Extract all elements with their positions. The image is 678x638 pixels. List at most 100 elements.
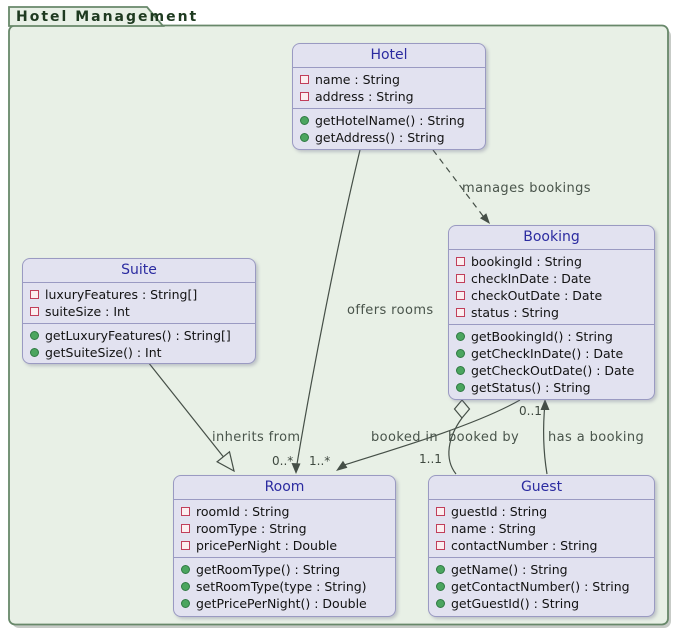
methods-section: getBookingId() : String getCheckInDate() … xyxy=(449,324,654,399)
method-text: getRoomType() : String xyxy=(196,562,341,577)
method-text: getBookingId() : String xyxy=(471,329,613,344)
booked-by-line xyxy=(448,417,463,475)
attribute-text: name : String xyxy=(451,521,536,536)
method-row: setRoomType(type : String) xyxy=(181,578,388,595)
attribute-row: pricePerNight : Double xyxy=(181,537,388,554)
method-row: getRoomType() : String xyxy=(181,561,388,578)
attribute-text: status : String xyxy=(471,305,559,320)
attribute-row: name : String xyxy=(300,71,478,88)
attribute-row: name : String xyxy=(436,520,647,537)
public-method-icon xyxy=(300,116,309,125)
method-text: getCheckOutDate() : Date xyxy=(471,363,635,378)
offers-rooms-arrowhead-icon xyxy=(291,463,301,474)
class-title-booking: Booking xyxy=(523,229,580,245)
attribute-row: status : String xyxy=(456,304,647,321)
attribute-text: checkOutDate : Date xyxy=(471,288,603,303)
offers-rooms-line xyxy=(296,149,361,465)
method-text: setRoomType(type : String) xyxy=(196,579,367,594)
attributes-section: roomId : String roomType : String pricePer… xyxy=(174,499,395,557)
class-box-room: Room roomId : String roomType : String pri… xyxy=(173,475,396,617)
private-field-icon xyxy=(456,291,465,300)
method-row: getContactNumber() : String xyxy=(436,578,647,595)
method-text: getSuiteSize() : Int xyxy=(45,345,162,360)
methods-section: getLuxuryFeatures() : String[] getSuiteSi… xyxy=(23,323,255,363)
method-row: getAddress() : String xyxy=(300,129,478,146)
edge-label-offers-rooms: offers rooms xyxy=(347,303,434,318)
method-row: getName() : String xyxy=(436,561,647,578)
method-row: getBookingId() : String xyxy=(456,328,647,345)
private-field-icon xyxy=(436,524,445,533)
attribute-row: guestId : String xyxy=(436,503,647,520)
private-field-icon xyxy=(436,541,445,550)
method-text: getCheckInDate() : Date xyxy=(471,346,624,361)
edge-label-manages-bookings: manages bookings xyxy=(462,181,591,196)
private-field-icon xyxy=(300,92,309,101)
private-field-icon xyxy=(456,274,465,283)
attribute-row: address : String xyxy=(300,88,478,105)
public-method-icon xyxy=(181,582,190,591)
public-method-icon xyxy=(181,599,190,608)
edge-label-has-a-booking: has a booking xyxy=(548,430,644,445)
method-text: getStatus() : String xyxy=(471,380,591,395)
class-box-suite: Suite luxuryFeatures : String[]suiteSize… xyxy=(22,258,256,364)
method-text: getLuxuryFeatures() : String[] xyxy=(45,328,231,343)
method-row: getGuestId() : String xyxy=(436,595,647,612)
attribute-text: address : String xyxy=(315,89,414,104)
attributes-section: bookingId : String checkInDate : Date chec… xyxy=(449,249,654,324)
attribute-text: guestId : String xyxy=(451,504,548,519)
has-a-booking-arrowhead-icon xyxy=(540,399,550,410)
edge-label-inherits-from: inherits from xyxy=(212,430,301,445)
booked-in-line xyxy=(343,399,521,466)
attribute-row: checkOutDate : Date xyxy=(456,287,647,304)
class-box-booking: Booking bookingId : String checkInDate : … xyxy=(448,225,655,400)
private-field-icon xyxy=(181,524,190,533)
method-text: getGuestId() : String xyxy=(451,596,580,611)
attribute-text: roomId : String xyxy=(196,504,290,519)
method-row: getCheckInDate() : Date xyxy=(456,345,647,362)
attribute-text: luxuryFeatures : String[] xyxy=(45,287,198,302)
method-row: getLuxuryFeatures() : String[] xyxy=(30,327,248,344)
methods-section: getRoomType() : String setRoomType(type :… xyxy=(174,557,395,615)
multiplicity-has-a-booking: 0..1 xyxy=(519,404,542,418)
public-method-icon xyxy=(456,332,465,341)
private-field-icon xyxy=(181,541,190,550)
attribute-text: roomType : String xyxy=(196,521,307,536)
class-title-guest: Guest xyxy=(520,479,563,495)
public-method-icon xyxy=(30,348,39,357)
private-field-icon xyxy=(436,507,445,516)
attribute-row: suiteSize : Int xyxy=(30,303,248,320)
private-field-icon xyxy=(30,290,39,299)
generalization-triangle-icon xyxy=(216,450,235,473)
method-text: getHotelName() : String xyxy=(315,113,465,128)
manages-bookings-line xyxy=(432,149,484,217)
attribute-text: checkInDate : Date xyxy=(471,271,592,286)
method-text: getContactNumber() : String xyxy=(451,579,630,594)
public-method-icon xyxy=(436,565,445,574)
attribute-text: bookingId : String xyxy=(471,254,582,269)
edge-label-booked-in: booked in xyxy=(371,430,438,445)
frame-tab xyxy=(8,6,165,27)
public-method-icon xyxy=(300,133,309,142)
private-field-icon xyxy=(456,257,465,266)
attribute-row: luxuryFeatures : String[] xyxy=(30,286,248,303)
method-row: getSuiteSize() : Int xyxy=(30,344,248,361)
attribute-text: name : String xyxy=(315,72,400,87)
public-method-icon xyxy=(456,366,465,375)
method-row: getStatus() : String xyxy=(456,379,647,396)
attributes-section: name : String address : String xyxy=(293,67,485,108)
class-title-room: Room xyxy=(264,479,305,495)
attribute-row: checkInDate : Date xyxy=(456,270,647,287)
attributes-section: luxuryFeatures : String[]suiteSize : Int xyxy=(23,282,255,323)
public-method-icon xyxy=(181,565,190,574)
private-field-icon xyxy=(300,75,309,84)
aggregation-diamond-icon xyxy=(453,399,471,419)
edge-label-booked-by: booked by xyxy=(448,430,519,445)
attribute-text: pricePerNight : Double xyxy=(196,538,338,553)
frame-body xyxy=(8,24,669,626)
attribute-row: bookingId : String xyxy=(456,253,647,270)
